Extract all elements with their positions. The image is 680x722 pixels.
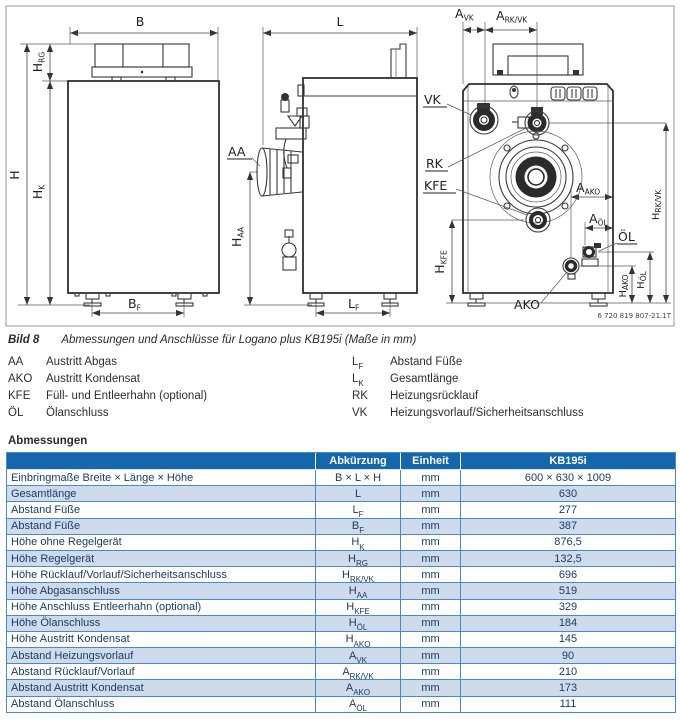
dim-label-b: B <box>136 14 145 29</box>
rear-view-control-unit <box>492 43 584 76</box>
side-view: L AA HAA LF <box>227 14 418 317</box>
oil-port <box>581 243 601 267</box>
dim-label-arkvk: ARK/VK <box>496 8 528 25</box>
drawing-reference-number: 6 720 819 807-21.1T <box>597 312 671 320</box>
dim-label-hkfe: HKFE <box>432 250 449 274</box>
connection-label-vk: VK <box>424 92 442 107</box>
vent-louvers <box>509 85 598 101</box>
dim-label-lf: LF <box>348 296 359 313</box>
dim-label-avk: AVK <box>455 6 475 23</box>
dim-label-l: L <box>337 14 344 29</box>
figure-technical-drawing: B H HRG HK BF <box>0 0 680 330</box>
dim-label-aako: AAKO <box>576 180 600 197</box>
rear-view-body <box>462 83 614 307</box>
dim-label-h: H <box>7 170 22 179</box>
header-empty <box>7 453 316 470</box>
dim-label-haa: HAA <box>229 226 246 247</box>
figure-number: Bild 8 <box>8 334 40 346</box>
table-row: Höhe Anschluss Entleerhahn (optional)HKF… <box>7 599 675 616</box>
header-kb195i: KB195i <box>461 453 675 470</box>
vk-port <box>469 103 499 135</box>
section-heading-abmessungen: Abmessungen <box>8 435 88 447</box>
rk-port <box>512 107 550 136</box>
front-view-control-unit <box>91 43 193 82</box>
figure-caption-text: Abmessungen und Anschlüsse für Logano pl… <box>61 334 417 346</box>
header-abkuerzung: Abkürzung <box>316 453 401 470</box>
connection-label-rk: RK <box>426 156 444 171</box>
connection-label-ako: AKO <box>514 297 540 312</box>
dim-label-hrkvk: HRK/VK <box>651 189 663 220</box>
connection-label-kfe: KFE <box>424 178 447 193</box>
table-header-row: Abkürzung Einheit KB195i <box>7 453 675 470</box>
kfe-port <box>525 207 551 233</box>
dim-label-hoel: HÖL <box>636 270 648 288</box>
burner-door <box>489 130 583 224</box>
ako-port <box>562 257 580 280</box>
dim-label-hako: HAKO <box>618 274 630 297</box>
table-row: Höhe Rücklauf/Vorlauf/Sicherheitsanschlu… <box>7 567 675 584</box>
connection-label-aa: AA <box>228 144 246 159</box>
figure-caption: Bild 8 Abmessungen und Anschlüsse für Lo… <box>8 334 680 346</box>
side-view-dimension-lines <box>244 27 418 317</box>
rear-view-dimension-lines <box>446 22 671 304</box>
side-view-valve-assembly <box>275 93 310 271</box>
dim-label-aoel: AÖL <box>589 211 608 228</box>
header-einheit: Einheit <box>401 453 461 470</box>
figure-frame <box>5 5 675 327</box>
dimensions-table: Abkürzung Einheit KB195i Einbringmaße Br… <box>6 452 676 713</box>
side-view-body <box>297 43 418 307</box>
flue-outlet <box>256 147 303 197</box>
boiler-dimension-drawing: B H HRG HK BF <box>5 5 675 327</box>
front-view-body <box>67 80 220 307</box>
front-view-dimension-lines <box>18 27 219 317</box>
dim-label-hk: HK <box>30 184 47 199</box>
front-view: B H HRG HK BF <box>7 14 220 317</box>
rear-view: AVK ARK/VK VK RK KFE AAKO AÖL ÖL AKO HKF… <box>423 6 672 320</box>
dim-label-bf: BF <box>128 296 141 313</box>
connection-label-oel: ÖL <box>618 228 635 244</box>
dim-label-hrg: HRG <box>30 52 47 73</box>
